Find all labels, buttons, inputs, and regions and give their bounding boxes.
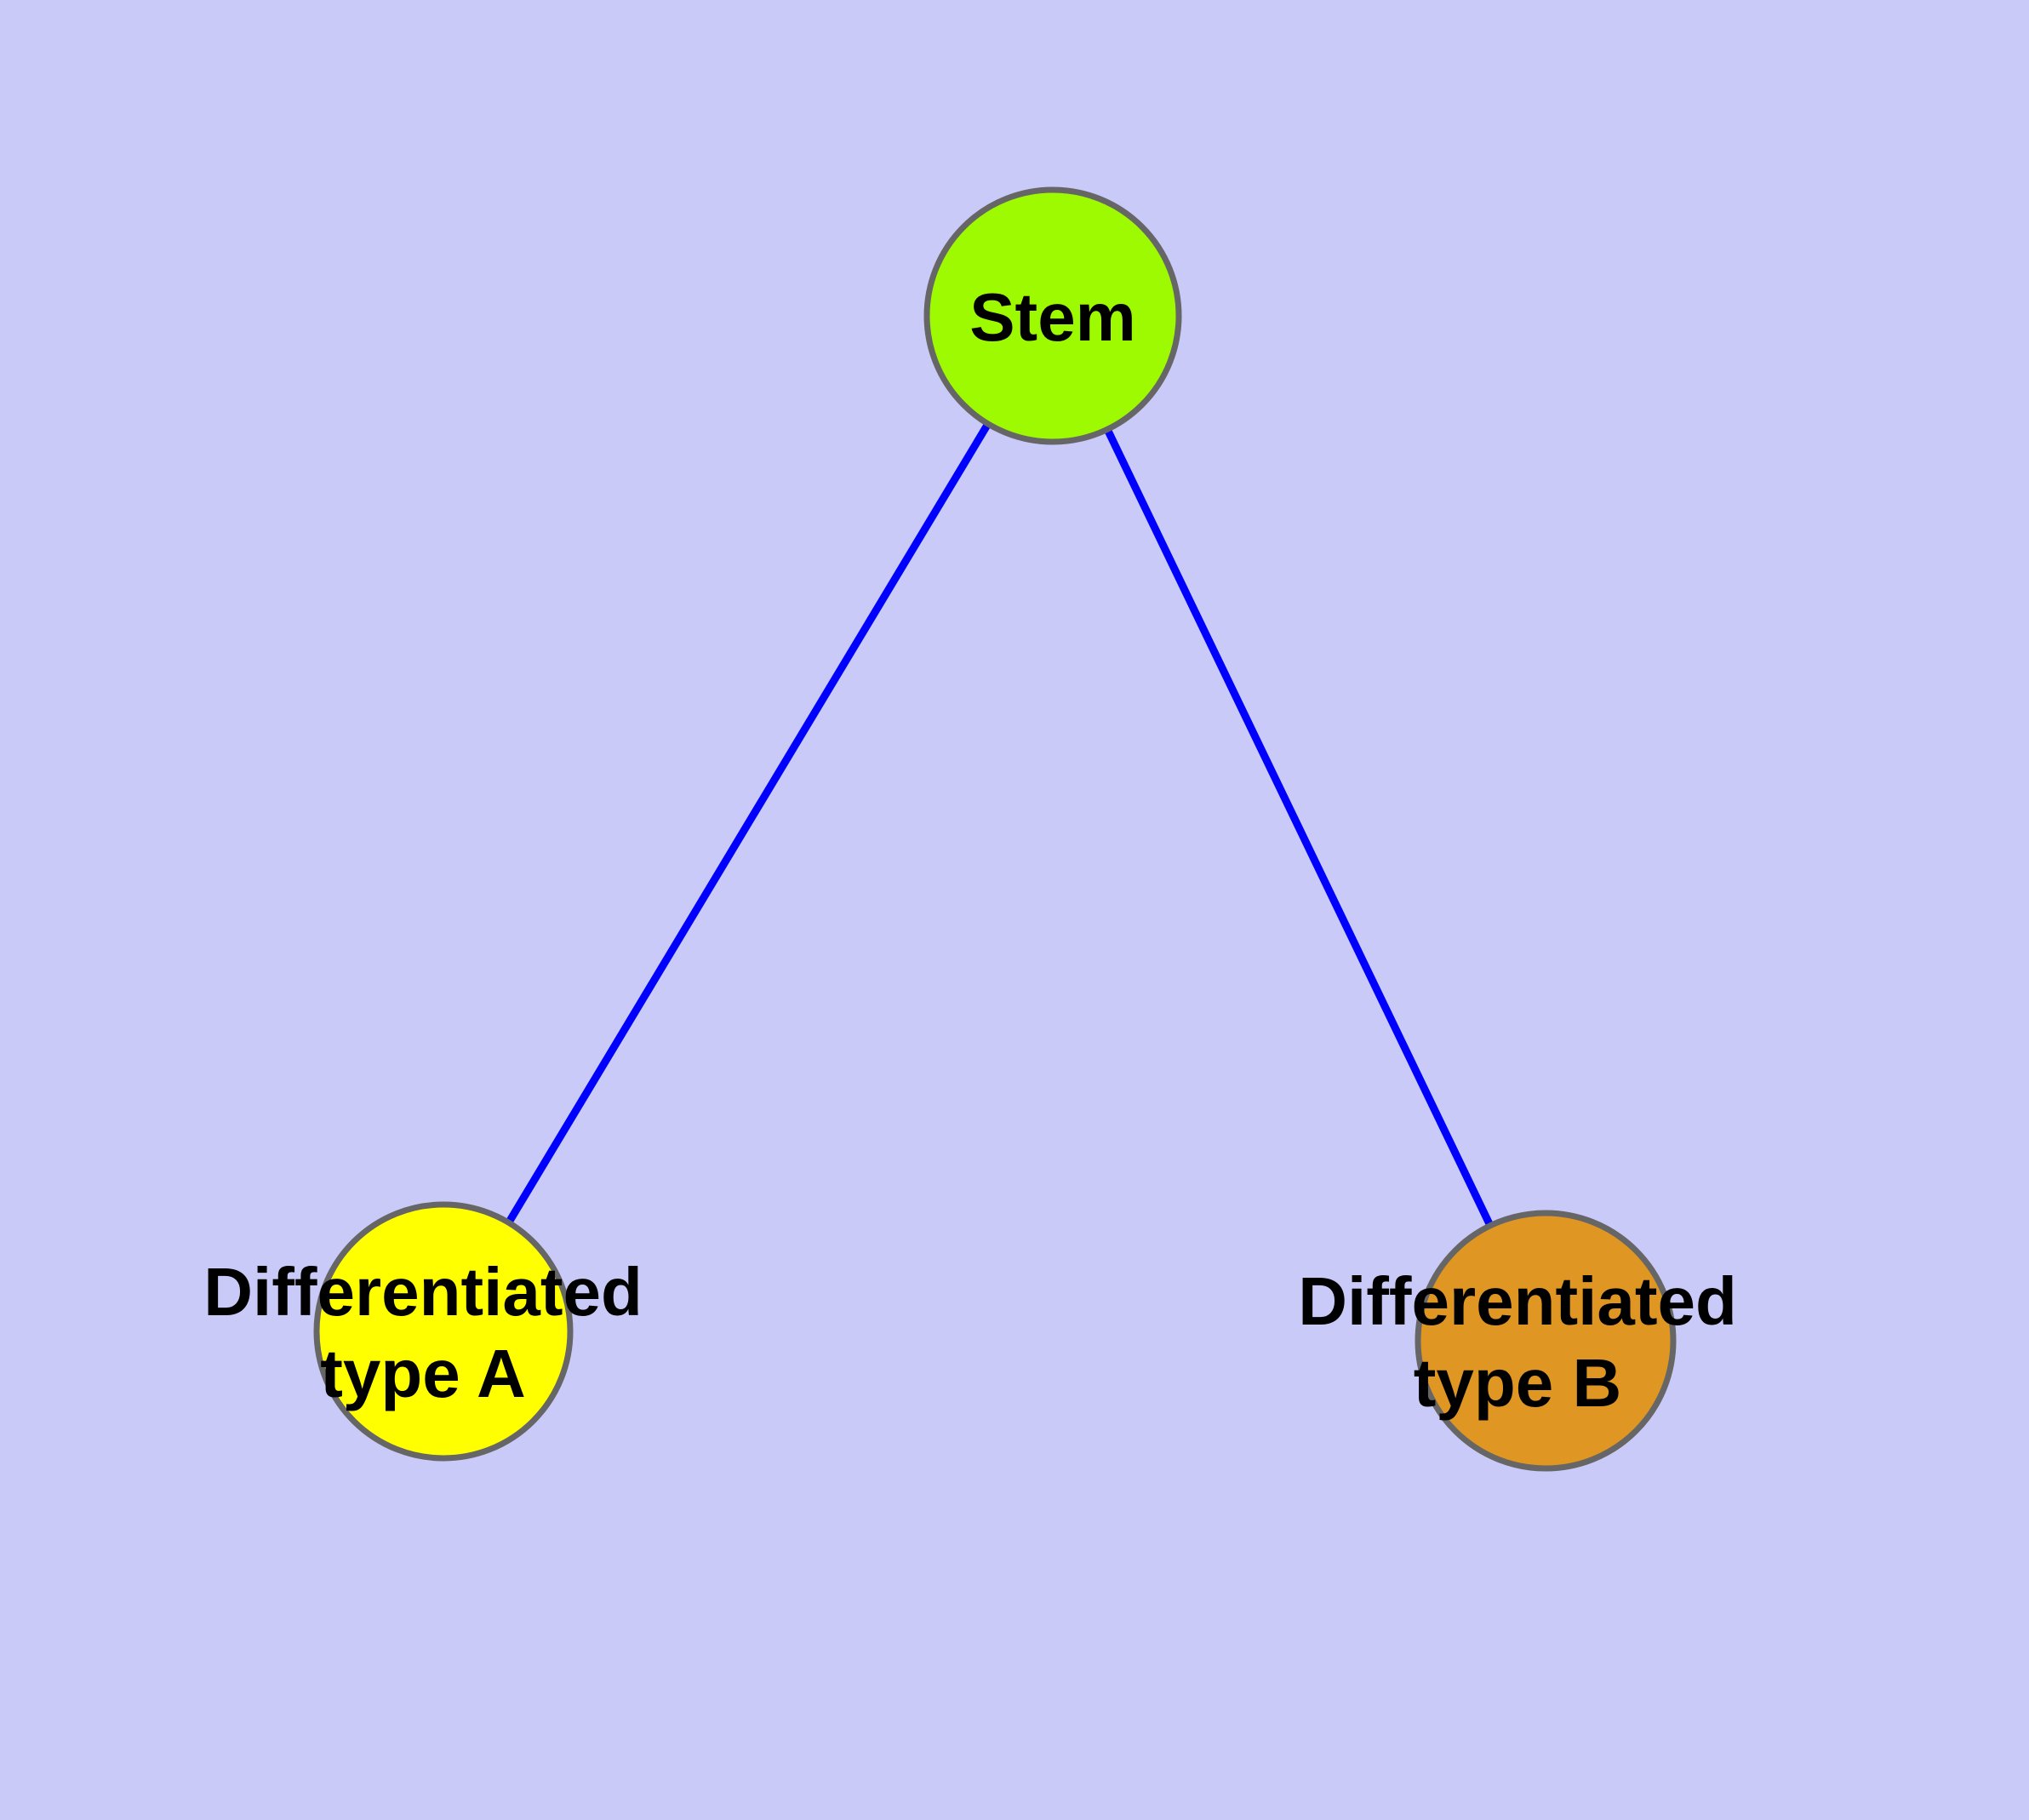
node-stem[interactable] [923, 186, 1182, 445]
edge-stem-to-diff_b[interactable] [1049, 314, 1550, 1342]
nodes-layer [313, 186, 1677, 1472]
node-label-line: type B [1414, 1345, 1622, 1421]
node-label-line: Stem [969, 279, 1136, 355]
node-diff_b[interactable] [1415, 1210, 1677, 1472]
node-label-stem: Stem [969, 279, 1136, 355]
node-label-line: Differentiated [203, 1254, 643, 1330]
node-label-line: Differentiated [1298, 1263, 1737, 1339]
node-label-line: type A [320, 1336, 526, 1411]
edges-layer [440, 313, 1550, 1342]
edge-stem-to-diff_a[interactable] [440, 313, 1056, 1334]
node-diff_a[interactable] [313, 1201, 574, 1462]
